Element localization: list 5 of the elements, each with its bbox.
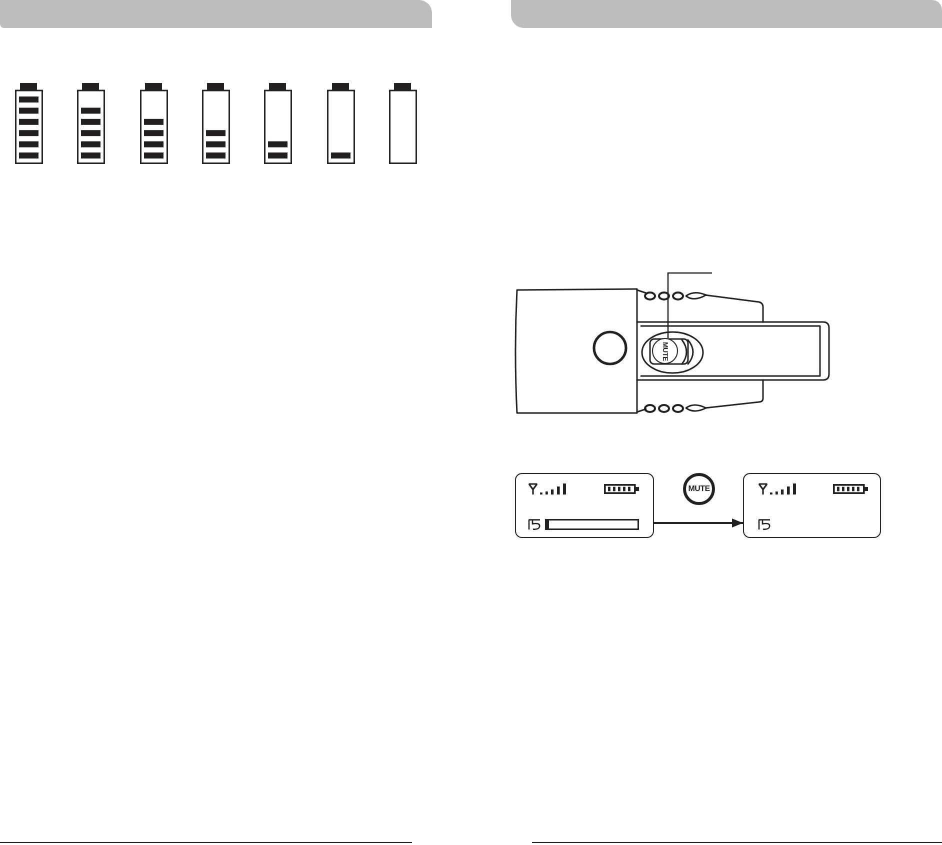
mute-button: MUTE [683,473,715,505]
lcd-screen [743,473,881,538]
leader-line [667,272,712,338]
lcd-screen [515,473,654,538]
arrow [654,518,743,528]
